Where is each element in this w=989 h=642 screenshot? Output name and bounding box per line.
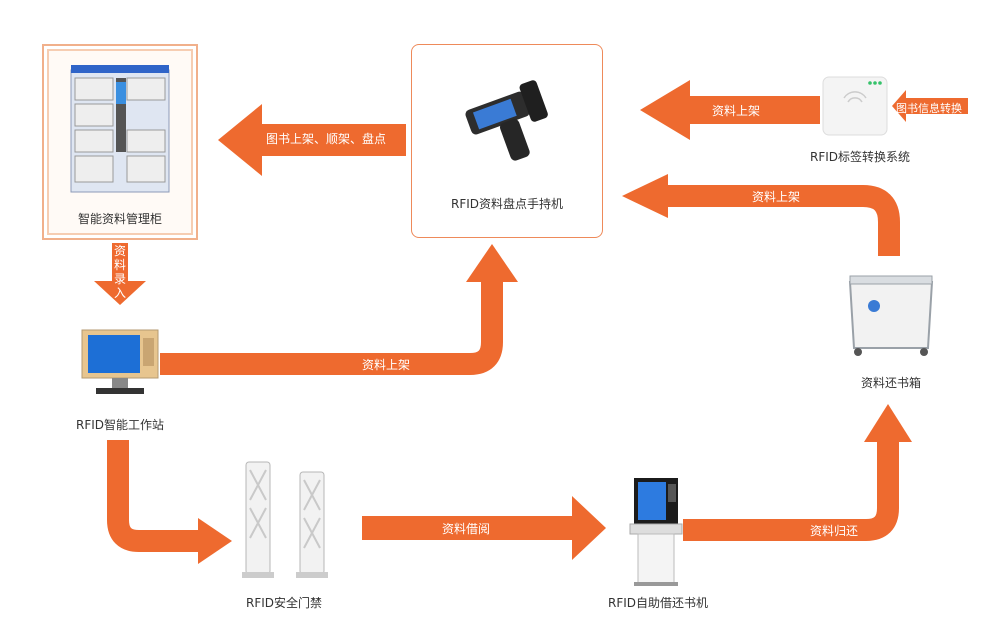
return-box-label: 资料还书箱 [860,376,921,390]
arrow-handheld-to-cabinet [218,104,406,176]
arrow-returnbox-to-handheld-head [622,174,668,218]
arrow-kiosk-to-returnbox-head [864,404,912,442]
rfid-handheld-scanner-icon [465,80,548,161]
handheld-node: RFID资料盘点手持机 [411,44,603,238]
arrow-converter-input [892,90,968,122]
self-service-kiosk-icon [629,478,683,586]
arrow-kiosk-to-returnbox [683,440,899,541]
converter-label: RFID标签转换系统 [810,150,911,164]
label-handheld-to-cabinet: 图书上架、顺架、盘点 [266,132,387,146]
rfid-reader-device-icon [822,76,888,136]
cabinet-label: 智能资料管理柜 [77,212,162,226]
arrow-workstation-to-gate-head [198,518,232,564]
return-cart-icon [848,275,934,356]
arrow-workstation-to-handheld [160,282,503,375]
label-converter-to-handheld: 资料上架 [712,104,761,118]
cabinet-node: 智能资料管理柜 [42,44,198,240]
label-cabinet-to-workstation: 资料录入 [113,244,126,300]
arrow-returnbox-to-handheld [668,185,900,256]
handheld-label: RFID资料盘点手持机 [450,197,564,211]
workstation-label: RFID智能工作站 [75,418,165,432]
kiosk-label: RFID自助借还书机 [607,596,709,610]
gate-label: RFID安全门禁 [245,596,323,610]
label-kiosk-to-returnbox: 资料归还 [810,524,859,538]
security-gate-icon [242,461,328,578]
arrow-workstation-to-gate [107,440,200,552]
arrow-cabinet-to-workstation [94,243,146,305]
label-workstation-to-handheld: 资料上架 [362,358,411,372]
arrow-gate-to-kiosk [362,496,606,560]
storage-cabinet-icon [70,65,170,193]
arrow-workstation-to-handheld-head [466,244,518,282]
label-converter-input: 图书信息转换 [896,102,962,115]
arrow-converter-to-handheld [640,80,820,140]
label-gate-to-kiosk: 资料借阅 [442,522,491,536]
workstation-computer-icon [81,329,159,394]
label-returnbox-to-handheld: 资料上架 [752,190,801,204]
